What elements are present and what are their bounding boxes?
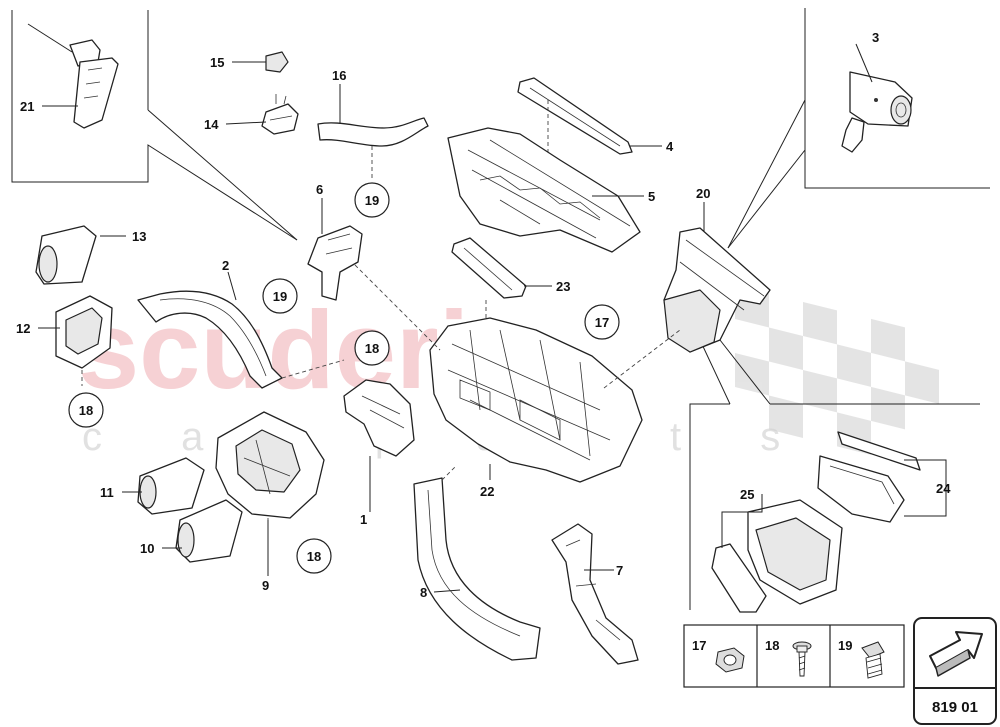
callout-23: 23: [556, 279, 570, 294]
callout-14: 14: [204, 117, 219, 132]
svg-text:19: 19: [838, 638, 852, 653]
callout-2: 2: [222, 258, 229, 273]
callout-5: 5: [648, 189, 655, 204]
callout-24: 24: [936, 481, 951, 496]
part-15-clip: [265, 51, 289, 73]
callout-numbers: 1 2 3 4 5 6 7 8 9 10 11 12 13 14 15 16 2…: [16, 30, 951, 600]
svg-text:19: 19: [365, 193, 379, 208]
part-5-upper-housing: [447, 127, 641, 253]
circled-references: 19 19 18 18 18 17: [68, 182, 620, 574]
legend-cell-17: 17: [692, 638, 745, 673]
callout-4: 4: [666, 139, 674, 154]
callout-20: 20: [696, 186, 710, 201]
callout-3: 3: [872, 30, 879, 45]
part-22-hvac-unit: [349, 259, 643, 483]
circled-ref-18-center: 18: [354, 330, 390, 366]
fastener-legend: 17 18 19: [683, 624, 905, 688]
part-14-bracket: [261, 94, 299, 135]
part-10-vent-nozzle: [175, 499, 243, 563]
svg-text:18: 18: [79, 403, 93, 418]
part-3-actuator: [841, 71, 913, 153]
callout-12: 12: [16, 321, 30, 336]
part-6-duct: [307, 225, 363, 301]
watermark-tagline: c a r p a r t s: [82, 415, 814, 459]
svg-text:19: 19: [273, 289, 287, 304]
page-number: 819 01: [932, 699, 978, 716]
part-2-curved-duct: [137, 290, 345, 389]
callout-7: 7: [616, 563, 623, 578]
inset-frame-parts-24-25: [689, 339, 980, 610]
svg-text:17: 17: [692, 638, 706, 653]
svg-text:18: 18: [765, 638, 779, 653]
callout-8: 8: [420, 585, 427, 600]
part-25-filter-box: [711, 499, 843, 613]
callout-15: 15: [210, 55, 224, 70]
svg-text:18: 18: [307, 549, 321, 564]
callout-16: 16: [332, 68, 346, 83]
part-8-long-duct: [413, 465, 541, 661]
callout-1: 1: [360, 512, 367, 527]
circled-ref-19-top: 19: [354, 182, 390, 218]
callout-10: 10: [140, 541, 154, 556]
screw-icon: [792, 641, 812, 677]
callout-leaders: [38, 43, 947, 593]
part-16-hose: [317, 117, 429, 178]
circled-ref-18-left: 18: [68, 392, 104, 428]
part-11-vent-nozzle: [137, 457, 205, 515]
callout-21: 21: [20, 99, 34, 114]
svg-text:18: 18: [365, 341, 379, 356]
part-21-sensor: [27, 23, 119, 129]
circled-ref-19-left: 19: [262, 278, 298, 314]
callout-25: 25: [740, 487, 754, 502]
part-24-filter-housing: [817, 431, 921, 523]
callout-22: 22: [480, 484, 494, 499]
next-page-arrow-icon[interactable]: [929, 631, 983, 677]
legend-cell-18: 18: [765, 638, 812, 677]
part-12-frame: [55, 295, 113, 386]
nut-icon: [715, 647, 745, 673]
svg-text:17: 17: [595, 315, 609, 330]
page-box: 819 01: [913, 617, 997, 725]
callout-9: 9: [262, 578, 269, 593]
part-20-blower-housing: [603, 227, 771, 389]
inset-frame-part-3: [727, 8, 990, 249]
part-9-distribution-box: [215, 411, 325, 540]
callout-11: 11: [100, 485, 114, 500]
circled-ref-18-bottom: 18: [296, 538, 332, 574]
part-13-vent-cap: [35, 225, 97, 285]
callout-13: 13: [132, 229, 146, 244]
inset-frame-part-21: [11, 10, 298, 241]
part-4-seal-strip: [517, 77, 633, 170]
callout-6: 6: [316, 182, 323, 197]
legend-cell-19: 19: [838, 638, 885, 679]
part-7-rear-duct: [551, 523, 639, 665]
checkered-flag-watermark: [735, 285, 939, 455]
clip-icon: [861, 641, 885, 679]
part-1-bracket-duct: [343, 379, 415, 457]
part-23-filter-frame: [451, 237, 527, 299]
watermark: scuderia c a r p a r t s: [78, 285, 939, 459]
circled-ref-17: 17: [584, 304, 620, 340]
